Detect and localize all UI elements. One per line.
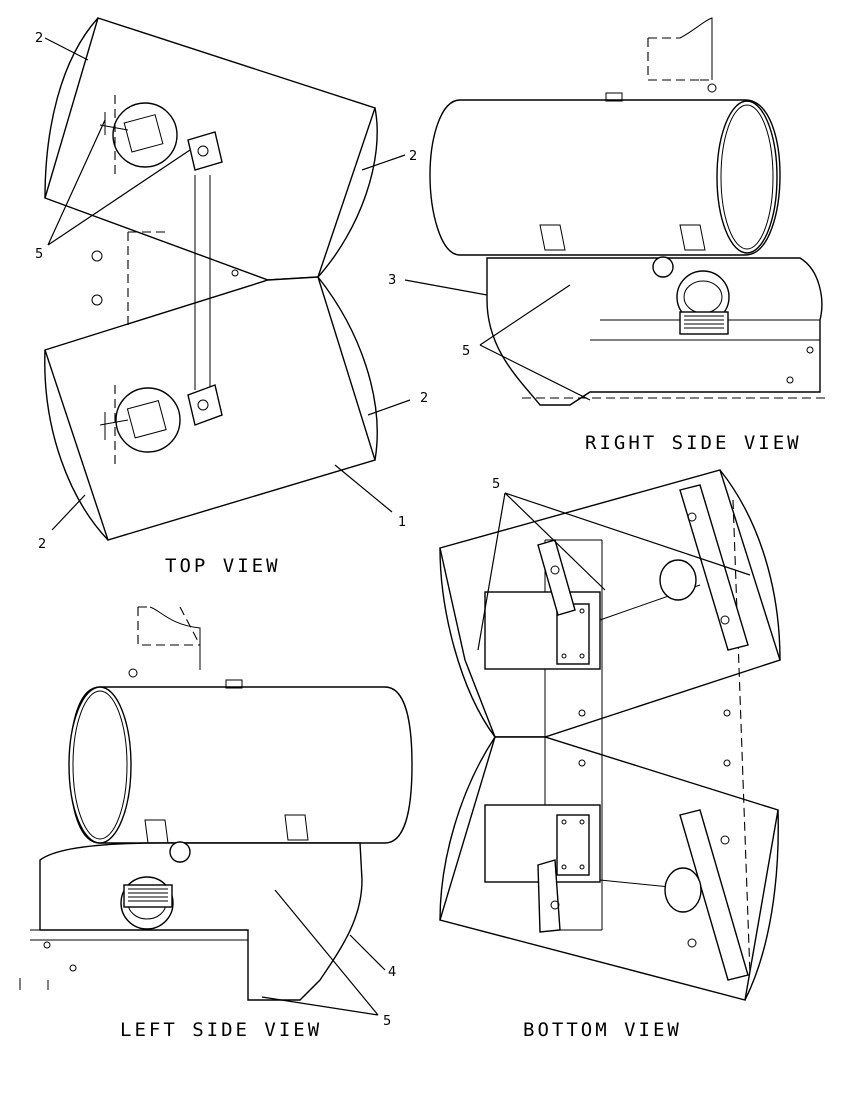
callout-2-top-lower-left: 2 (38, 537, 46, 552)
callout-5-right: 5 (462, 344, 470, 359)
left-side-view-title: LEFT SIDE VIEW (120, 1019, 322, 1041)
callout-4: 4 (388, 965, 396, 980)
right-side-view-title: RIGHT SIDE VIEW (585, 432, 802, 454)
callout-3: 3 (388, 273, 396, 288)
callout-1-top: 1 (398, 515, 406, 530)
right-side-view: 3 5 RIGHT SIDE VIEW (388, 17, 828, 454)
callout-2-top-upper-right: 2 (409, 149, 417, 164)
top-view: 2 2 2 2 1 5 TOP VIEW (35, 17, 428, 577)
bottom-view-lower-muffler (439, 736, 779, 1001)
callout-2-top-lower-right: 2 (420, 391, 428, 406)
callout-5-left: 5 (383, 1014, 391, 1029)
top-view-title: TOP VIEW (165, 555, 281, 577)
callout-2-top-upper-left: 2 (35, 31, 43, 46)
callout-5-top: 5 (35, 247, 43, 262)
bottom-view-title: BOTTOM VIEW (523, 1019, 682, 1041)
bottom-view: 5 BOTTOM VIEW (439, 469, 781, 1041)
callout-5-bottom: 5 (492, 477, 500, 492)
left-side-view: 4 5 LEFT SIDE VIEW (19, 606, 413, 1041)
